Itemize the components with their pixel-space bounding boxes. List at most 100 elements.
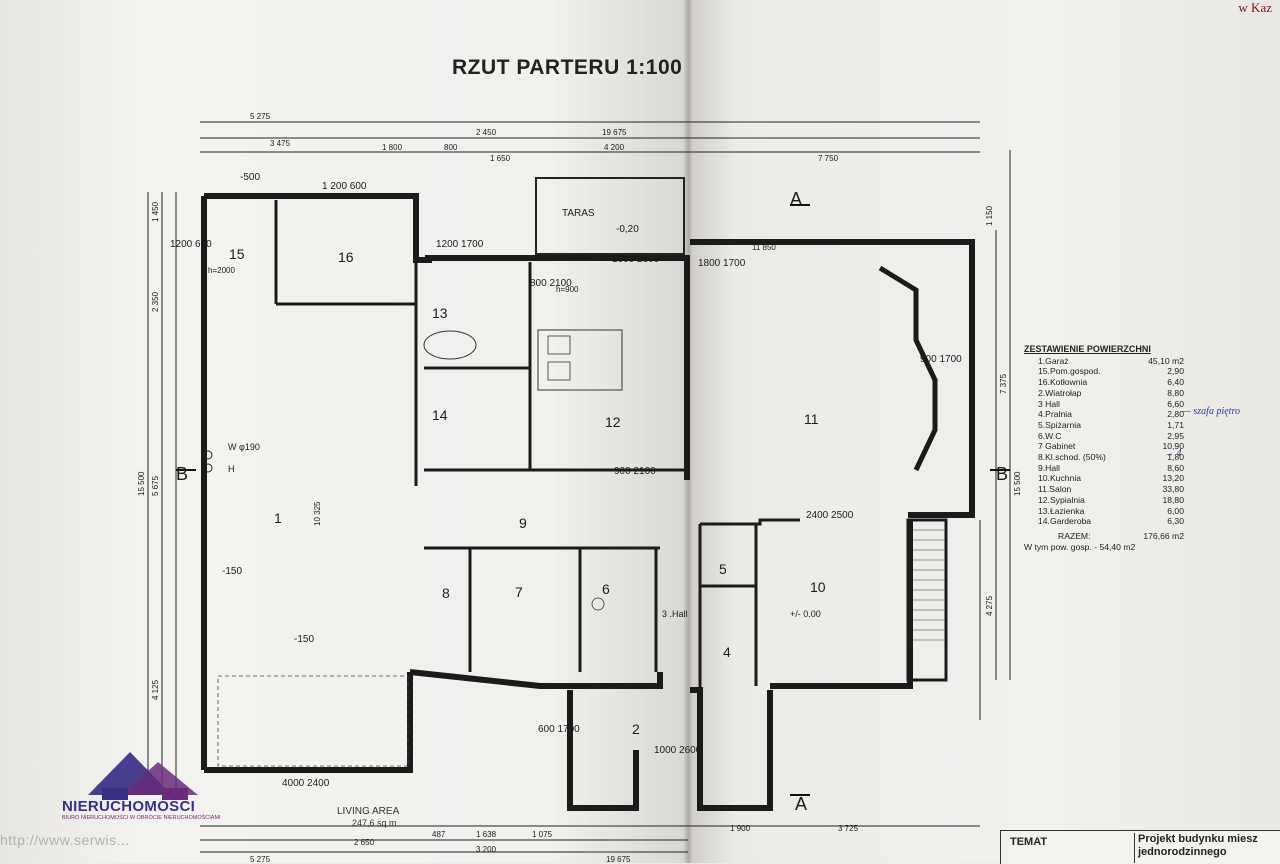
dimension-text: 1 800 [382,143,403,152]
section-a-top: A [790,189,802,209]
room-number: 11 [804,411,819,427]
dimension-text: 19 675 [602,128,627,137]
opening-size: 1200 600 [170,239,212,250]
opening-size: 1200 1700 [436,239,484,250]
room-number: 13 [432,305,448,321]
dimension-text: 19 675 [606,855,631,863]
room-number: 15 [229,246,245,262]
opening-size: 2400 2500 [806,510,854,521]
room-number: 1 [274,510,282,526]
agency-logo [88,752,198,800]
dimension-text: 3 725 [838,824,859,833]
terrace-level: -0,20 [616,224,639,235]
pipe-symbol [203,463,213,473]
dimension-text: 7 750 [818,154,839,163]
dimension-text: 1 650 [490,154,511,163]
hall-label: 3 .Hall [662,609,688,619]
dimension-text: 5 275 [250,855,271,863]
pipe-label: H [228,464,235,474]
handwritten-note: — szafa piętro [1182,406,1240,417]
opening-size: 1800 1700 [698,258,746,269]
dimension-text: 11 850 [752,243,776,252]
title-block [1000,830,1280,864]
section-b-right: B [996,464,1008,484]
wall-salon-north-east [690,239,975,518]
dimension-text: 3 475 [270,139,291,148]
toilet [591,597,605,611]
room-number: 10 [810,579,826,595]
dimension-text: 4 125 [151,679,160,700]
wall-porch [690,687,773,811]
dimension-text: 5 675 [151,475,160,496]
dimension-text: 10 325 [313,501,322,526]
room-number: 16 [338,249,354,265]
dimension-text: 1 900 [730,824,751,833]
wall-vestibule [567,690,639,811]
opening-size: 1000 2600 [654,745,702,756]
level-zero: +/- 0.00 [790,609,821,619]
dimension-text: 1 150 [985,205,994,226]
level-label: -150 [222,566,242,577]
room-number: 4 [723,644,731,660]
dimension-text: 800 [444,143,458,152]
dimension-text: 7 375 [999,373,1008,394]
title-block-text: Projekt budynku miesz jednorodzinnego [1138,833,1258,859]
title-block-cell [1134,833,1280,863]
corner-text: w Kaz [1238,0,1272,15]
dimension-text: 3 200 [476,845,497,854]
summary-heading: ZESTAWIENIE POWIERZCHNI [1024,344,1151,354]
dimension-text: 2 650 [354,838,375,847]
watermark-url: http://www.serwis... [0,832,130,848]
room-number: 6 [602,581,610,597]
plan-title: RZUT PARTERU 1:100 [452,56,683,79]
opening-size: 1600 2600 [612,254,660,265]
wall-south-garage [204,672,413,773]
garage-door-zone [217,675,409,767]
handwritten-note: → 4 [1164,448,1182,459]
room-number: 7 [515,584,523,600]
dimension-text: 1 075 [532,830,553,839]
bathtub [423,330,477,360]
room-number: 8 [442,585,450,601]
wall-south-mid [409,669,663,689]
opening-size: 900 2100 [614,466,656,477]
section-b-left: B [176,464,188,484]
summary-row: 8.Kl.schod. (50%)1,80 [1038,452,1184,463]
opening-height: h=2000 [208,266,235,275]
living-area-value: 247,6 sq m [352,818,397,828]
title-block-label: TEMAT [1010,836,1048,848]
dimension-text: 15 500 [137,471,146,496]
opening-height: h=900 [556,285,579,294]
dimension-text: 4 200 [604,143,625,152]
bed [537,329,623,391]
dimension-text: 5 275 [250,112,271,121]
dimension-text: 1 450 [151,201,160,222]
living-area-label: LIVING AREA [337,806,400,817]
wall-kitchen-east [770,520,913,689]
summary-total: RAZEM:176,66 m2 [1058,530,1184,541]
dimension-text: 1 200 600 [322,181,367,192]
level-label: -500 [240,172,260,183]
well-symbol [203,450,213,460]
summary-row: 15.Pom.gospod.2,90 [1038,366,1184,377]
room-number: 5 [719,561,727,577]
left-sheet [0,0,688,863]
dimension-text: 4 275 [985,595,994,616]
pillow-2 [547,361,571,381]
dimension-text: 15 500 [1013,471,1022,496]
dimension-text: 2 450 [476,128,497,137]
